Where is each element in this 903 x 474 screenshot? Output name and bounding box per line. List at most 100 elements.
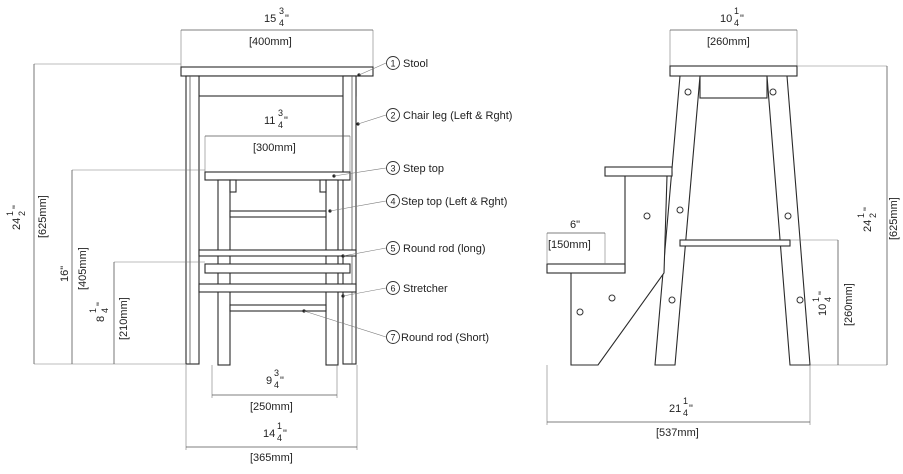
front-inner-width-den: 4 [274,380,279,390]
legend-num-1: 1 [391,59,396,69]
front-view: 15 3 4 " [400mm] 11 3 4 " [300mm] [5,6,374,464]
side-total-height-dimension: 24 1 2 " [625mm] [797,65,900,366]
front-apron [198,75,357,97]
side-step-depth-dimension: 6" [150mm] [546,219,606,264]
front-top-width-den: 4 [279,18,284,28]
side-base-width-dimension: 21 1 4 " [537mm] [546,365,811,439]
front-base-width-num: 1 [277,421,282,431]
side-apron [699,75,768,99]
front-lower-height-num: 1 [88,308,98,313]
side-base-width-num: 1 [683,396,688,406]
front-lower-step-top [204,263,351,274]
front-lower-height-dimension: 8 1 4 " [210mm] [88,261,205,364]
legend-num-4: 4 [391,197,396,207]
legend-label-step-top: Step top [403,163,444,175]
side-lower-height-dimension: 10 1 4 " [260mm] [790,239,855,365]
front-total-height-dimension: 24 1 2 " [625mm] [5,63,186,365]
front-top-width-num: 3 [279,6,284,16]
front-lower-height-whole: 8 [95,316,107,322]
front-inner-width-whole: 9 [266,375,272,387]
svg-text:": " [283,428,287,440]
side-total-height-mm: [625mm] [888,197,900,240]
side-top-width-mm: [260mm] [707,36,750,48]
legend-item-chair-leg: 2 Chair leg (Left & Rght) [386,108,512,122]
side-step-depth-text: 6" [570,219,580,231]
front-total-height-den: 2 [17,211,27,216]
front-step-height-mm: [405mm] [77,247,89,290]
side-back-leg [766,75,811,366]
front-base-width-dimension: 14 1 4 " [365mm] [185,365,358,464]
legend-num-5: 5 [391,244,396,254]
legend-item-stool: 1 Stool [386,56,428,70]
side-top-width-dimension: 10 1 4 " [260mm] [669,6,798,66]
side-base-width-den: 4 [683,408,688,418]
front-top-width-dimension: 15 3 4 " [400mm] [180,6,374,68]
front-inner-width-num: 3 [274,368,279,378]
front-step-height-text: 16" [59,266,71,282]
front-step-width-num: 3 [278,108,283,118]
front-base-width-whole: 14 [263,428,275,440]
legend-num-7: 7 [391,333,396,343]
legend-label-chair-leg: Chair leg (Left & Rght) [403,110,512,122]
side-lower-height-whole: 10 [817,304,829,316]
legend-item-step-top-sides: 4 Step top (Left & Rght) [386,194,507,208]
legend-num-2: 2 [391,111,396,121]
front-lower-height-mm: [210mm] [118,297,130,340]
front-upper-step-top [204,171,351,181]
front-base-width-mm: [365mm] [250,452,293,464]
legend-label-stretcher: Stretcher [403,283,448,295]
front-total-height-whole: 24 [11,218,23,230]
side-top-width-whole: 10 [720,13,732,25]
side-view: 10 1 4 " [260mm] [546,6,900,439]
side-cross-rail [679,239,791,247]
side-seat [669,65,798,77]
legend-item-round-rod-long: 5 Round rod (long) [386,241,486,255]
side-upper-step-top [604,166,673,177]
side-total-height-num: 1 [856,213,866,218]
legend-label-round-rod-long: Round rod (long) [403,243,486,255]
front-total-height-num: 1 [5,211,15,216]
front-round-rod-long [198,249,357,257]
svg-text:": " [817,291,829,295]
front-total-height-mm: [625mm] [37,195,49,238]
front-top-width-mm: [400mm] [249,36,292,48]
side-lower-height-den: 4 [823,297,833,302]
svg-text:": " [284,115,288,127]
front-stretcher [198,283,357,293]
front-step-height-dimension: 16" [405mm] [59,169,205,364]
side-top-width-num: 1 [734,6,739,16]
side-base-width-whole: 21 [669,403,681,415]
front-left-leg [185,75,200,365]
side-lower-height-num: 1 [811,297,821,302]
legend-label-step-top-sides: Step top (Left & Rght) [401,196,507,208]
side-top-width-den: 4 [734,18,739,28]
legend-num-3: 3 [391,164,396,174]
svg-text:": " [740,13,744,25]
side-total-height-den: 2 [868,213,878,218]
parts-legend: 1 Stool 2 Chair leg (Left & Rght) 3 Step… [303,56,512,344]
front-step-width-den: 4 [278,120,283,130]
side-lower-step [546,263,626,274]
legend-item-round-rod-short: 7 Round rod (Short) [386,330,489,344]
front-inner-width-mm: [250mm] [250,401,293,413]
legend-label-stool: Stool [403,58,428,70]
legend-item-step-top: 3 Step top [386,161,444,175]
front-base-width-den: 4 [277,433,282,443]
front-right-leg [342,75,357,365]
legend-num-6: 6 [391,284,396,294]
side-step-depth-mm: [150mm] [548,239,591,251]
svg-text:": " [11,205,23,209]
front-step-width-whole: 11 [264,115,275,127]
front-top-width-whole: 15 [264,13,276,25]
front-round-rod-short [229,304,327,312]
front-lower-height-den: 4 [100,308,110,313]
side-total-height-whole: 24 [862,220,874,232]
front-seat [180,66,374,77]
svg-text:": " [862,207,874,211]
svg-text:": " [95,302,107,306]
svg-text:": " [689,403,693,415]
svg-text:": " [280,375,284,387]
front-inner-width-dimension: 9 3 4 " [250mm] [211,365,338,413]
